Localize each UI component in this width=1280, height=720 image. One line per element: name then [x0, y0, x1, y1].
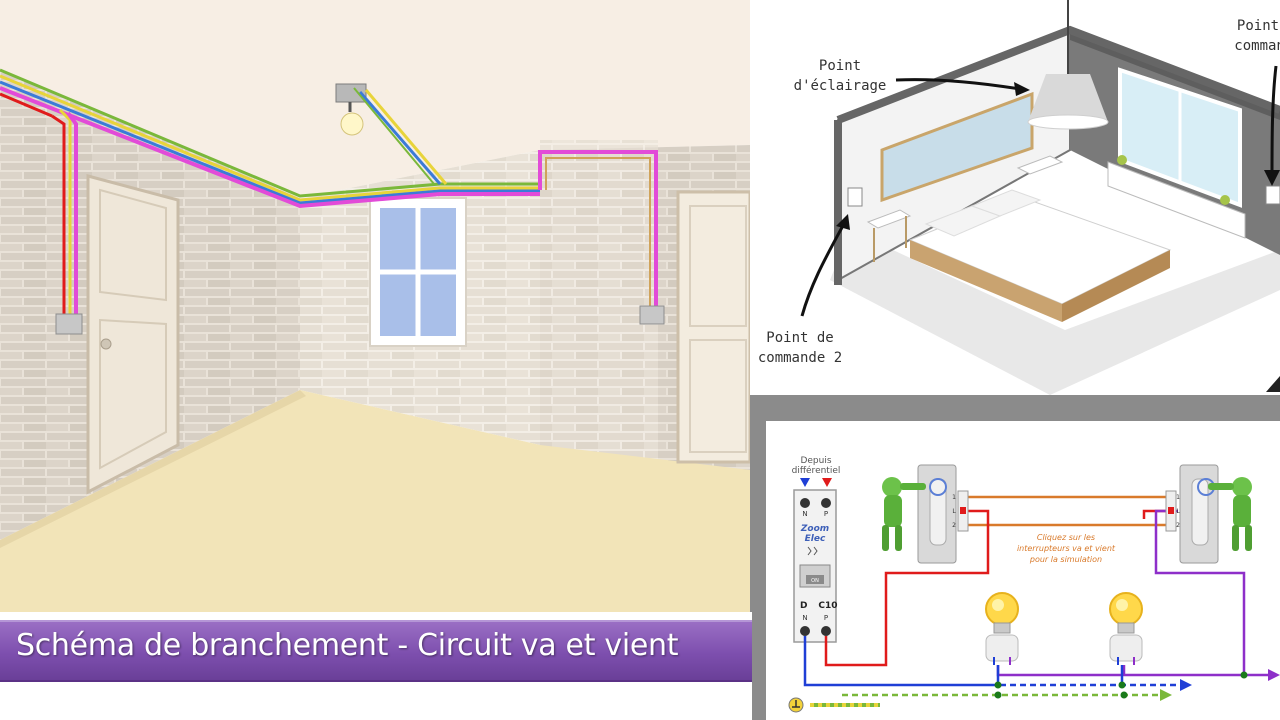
breaker-toggle[interactable] — [806, 575, 824, 584]
control-point-2-label-line1: Point de — [766, 330, 833, 346]
nightstand-right — [1016, 155, 1064, 175]
dresser — [1107, 161, 1246, 239]
room-wiring-illustration — [0, 0, 750, 612]
two-way-switch-right[interactable]: 1 L 2 — [1165, 464, 1219, 564]
instruction-line2: interrupteurs va et vient — [1017, 544, 1116, 553]
callout-arrows — [800, 65, 1280, 317]
breaker-top-p: P — [824, 510, 828, 518]
left-switch-drop — [51, 108, 78, 316]
control-point-2-label-line2: commande 2 — [758, 350, 842, 366]
source-label-line1: Depuis — [800, 456, 831, 466]
bedroom-isometric-illustration: Point d'éclairage Point de commande 2 Po… — [750, 0, 1280, 395]
instruction-line3: pour la simulation — [1029, 555, 1102, 564]
switch-left-terminal-2: 2 — [952, 522, 956, 529]
lighting-point-label-line2: d'éclairage — [794, 78, 887, 94]
junction-dots — [994, 671, 1248, 699]
video-title-caption: Schéma de branchement - Circuit va et vi… — [16, 628, 679, 663]
instruction-line1: Cliquez sur les — [1037, 533, 1095, 542]
light-bulb-right-icon — [1109, 592, 1143, 665]
neutral-output-arrow — [1180, 679, 1192, 691]
return-output-arrow — [1268, 669, 1280, 681]
breaker-brand-line1: Zoom — [800, 524, 829, 534]
breaker-bottom-p: P — [824, 614, 828, 622]
breaker-curve-label: D — [800, 601, 807, 611]
two-way-switch-left[interactable]: 1 L 2 — [917, 464, 969, 564]
control-point-1-label-line1: Point — [1237, 18, 1279, 34]
floor — [0, 390, 750, 612]
lighting-point-label-line1: Point — [819, 58, 861, 74]
breaker-top-n: N — [802, 510, 807, 518]
caption-area: Schéma de branchement - Circuit va et vi… — [0, 612, 752, 720]
switch-right-terminal-1: 1 — [1176, 494, 1180, 501]
switch-right-terminal-2: 2 — [1176, 522, 1180, 529]
control-point-1-label-line2: commande — [1234, 38, 1280, 54]
pillow-right — [970, 189, 1042, 217]
switch-right-terminal-l: L — [1176, 508, 1180, 515]
ceiling-light — [335, 83, 448, 185]
live-input-arrow — [822, 478, 832, 487]
breaker-symbol-icon — [807, 546, 818, 556]
bed-frame-front — [910, 240, 1062, 322]
wall-column — [540, 140, 658, 460]
neutral-input-arrow — [800, 478, 810, 487]
left-door — [86, 174, 180, 495]
nightstand-left — [866, 209, 912, 229]
caption-bar: Schéma de branchement - Circuit va et vi… — [0, 620, 752, 682]
right-switch-drop — [538, 150, 658, 308]
door-handle — [100, 338, 112, 350]
wall-mirror — [880, 91, 1034, 203]
source-label-line2: différentiel — [792, 465, 841, 476]
switch-left-terminal-l: L — [952, 508, 956, 515]
light-bulb-left-icon — [985, 592, 1019, 665]
switch-point-1 — [1265, 185, 1280, 205]
breaker-bottom-n: N — [802, 614, 807, 622]
left-junction-box — [55, 313, 83, 335]
circuit-wires — [803, 495, 1270, 687]
breaker-window-label: ON — [811, 578, 819, 584]
circuit-breaker-c10[interactable]: N P Zoom Elec ON D C10 N P — [793, 489, 838, 643]
switch-left-terminal-1: 1 — [952, 494, 956, 501]
green-figure-left-icon — [882, 477, 926, 551]
two-way-switch-wiring-diagram: Depuis différentiel N P Zoom Elec ON D C… — [750, 395, 1280, 720]
breaker-brand-line2: Elec — [805, 534, 826, 544]
ceiling-cable-bundle — [0, 68, 540, 209]
breaker-rating-label: C10 — [818, 601, 837, 611]
pendant-lamp — [1028, 74, 1108, 122]
switch-left-toggle-indicator — [929, 478, 947, 496]
green-figure-right-icon — [1208, 477, 1252, 551]
earth-wire — [788, 689, 1172, 713]
right-junction-box — [639, 305, 665, 325]
switch-point-2 — [847, 187, 863, 207]
